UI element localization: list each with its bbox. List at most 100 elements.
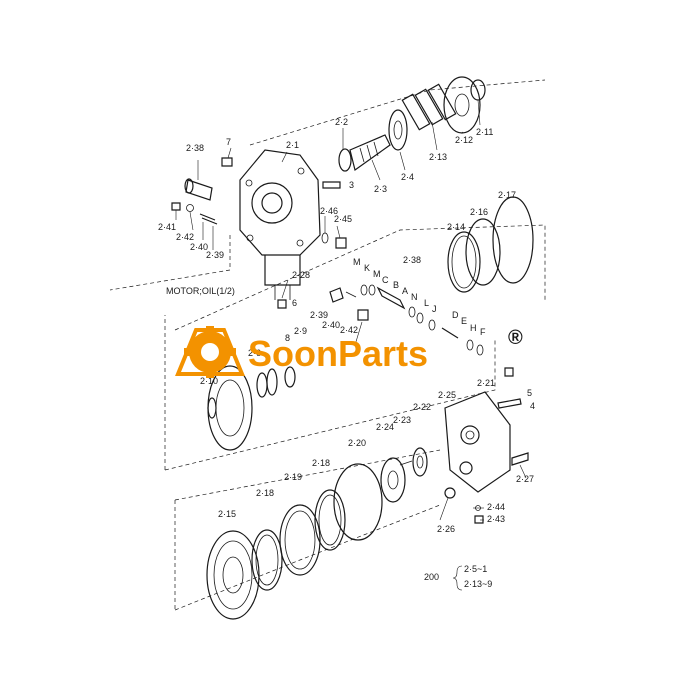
set-range-a: 2·5~1: [464, 564, 487, 574]
part-label-2-39a: 2·39: [206, 250, 224, 260]
part-label-2-6: 2·6: [248, 348, 261, 358]
part-label-2-46: 2·46: [320, 206, 338, 216]
set-number: 200: [424, 572, 439, 582]
part-label-L: L: [424, 298, 429, 308]
part-label-2-41: 2·41: [158, 222, 176, 232]
part-label-2-40b: 2·40: [322, 320, 340, 330]
cover-2-21: [444, 391, 511, 493]
part-label-J: J: [432, 304, 437, 314]
leader-lines: [175, 99, 527, 521]
part-label-2-14: 2·14: [447, 222, 465, 232]
small-parts-left: [171, 202, 218, 225]
valve-spool-set: [329, 284, 514, 377]
part-label-2-17: 2·17: [498, 190, 516, 200]
registered-mark: ®: [508, 327, 523, 349]
part-label-2-18a: 2·18: [312, 458, 330, 468]
small-parts-right: [444, 487, 484, 524]
part-label-4: 4: [530, 401, 535, 411]
plug-2-42: [357, 309, 369, 321]
part-label-2-11: 2·11: [476, 127, 493, 137]
relief-valve: [184, 178, 213, 201]
part-label-2-1: 2·1: [286, 140, 299, 150]
part-label-2-21: 2·21: [477, 378, 495, 388]
bearing-2-22: [412, 447, 428, 477]
bolt-2-27: [511, 452, 529, 466]
drive-shaft: [338, 134, 391, 172]
key-5-4: [497, 398, 522, 409]
part-label-E: E: [461, 316, 467, 326]
part-label-2-13: 2·13: [429, 152, 447, 162]
ring-2-18a: [314, 489, 346, 551]
part-label-A: A: [402, 286, 408, 296]
ring-2-16: [465, 218, 501, 286]
part-label-2-28: 2·28: [292, 270, 310, 280]
ring-2-18b: [251, 529, 283, 591]
sun-gear-2-24: [380, 457, 406, 503]
part-label-2-24: 2·24: [376, 422, 394, 432]
spring-set: [256, 366, 296, 398]
motor-oil-note: MOTOR;OIL(1/2): [166, 286, 235, 296]
part-label-2-22: 2·22: [413, 402, 431, 412]
part-label-2-44: 2·44: [487, 502, 505, 512]
valve-plate-2-12: [443, 76, 481, 134]
part-label-3: 3: [349, 180, 354, 190]
part-label-2-15: 2·15: [218, 509, 236, 519]
piston-block: [401, 83, 457, 131]
bolt-2-28: [277, 299, 287, 309]
thrust-plate: [388, 109, 408, 151]
part-label-2-9: 2·9: [294, 326, 307, 336]
part-label-2-45: 2·45: [334, 214, 352, 224]
part-label-2-26: 2·26: [437, 524, 455, 534]
part-label-5: 5: [527, 388, 532, 398]
part-label-K: K: [364, 263, 370, 273]
o-ring-2-46: [321, 232, 329, 244]
ring-2-19: [279, 504, 321, 576]
part-label-2-42a: 2·42: [176, 232, 194, 242]
part-labels: 2·172·3832·22·32·42·132·122·112·412·422·…: [158, 117, 535, 534]
hex-plug: [221, 157, 233, 167]
part-label-F: F: [480, 327, 486, 337]
gear-logo-icon: [175, 326, 245, 378]
part-label-C: C: [382, 275, 389, 285]
part-label-2-38b: 2·38: [403, 255, 421, 265]
part-label-2-3: 2·3: [374, 184, 387, 194]
set-range-b: 2·13~9: [464, 579, 492, 589]
part-label-H: H: [470, 323, 477, 333]
part-label-2-43: 2·43: [487, 514, 505, 524]
part-label-2-23: 2·23: [393, 415, 411, 425]
ring-2-14: [447, 231, 481, 293]
part-label-6: 6: [292, 298, 297, 308]
part-label-N: N: [411, 292, 418, 302]
part-label-Mb: M: [373, 269, 381, 279]
part-label-8: 8: [285, 333, 290, 343]
part-label-2-38a: 2·38: [186, 143, 204, 153]
part-label-2-12: 2·12: [455, 135, 473, 145]
o-ring-2-20: [333, 463, 383, 541]
pump-housing: [239, 149, 321, 300]
part-label-2-20: 2·20: [348, 438, 366, 448]
part-label-2-39b: 2·39: [310, 310, 328, 320]
hub-2-15: [206, 530, 260, 620]
brand-name: SoonParts: [248, 333, 428, 374]
brand-watermark: SoonParts ®: [175, 326, 523, 378]
part-label-2-27: 2·27: [516, 474, 534, 484]
bearing-2-11: [470, 79, 486, 101]
part-label-2-4: 2·4: [401, 172, 414, 182]
part-label-D: D: [452, 310, 459, 320]
gear-2-10: [207, 365, 253, 451]
part-label-2-42b: 2·42: [340, 325, 358, 335]
part-label-2-18b: 2·18: [256, 488, 274, 498]
o-ring-2-17: [492, 196, 534, 284]
part-label-M: M: [353, 257, 361, 267]
part-label-2-25: 2·25: [438, 390, 456, 400]
part-label-2-40a: 2·40: [190, 242, 208, 252]
part-label-2-19: 2·19: [284, 472, 302, 482]
bolt-3: [322, 181, 341, 189]
part-label-7: 7: [226, 137, 231, 147]
part-label-2-2: 2·2: [335, 117, 348, 127]
part-label-2-10: 2·10: [200, 376, 218, 386]
part-label-B: B: [393, 280, 399, 290]
set-bracket: [452, 565, 463, 591]
